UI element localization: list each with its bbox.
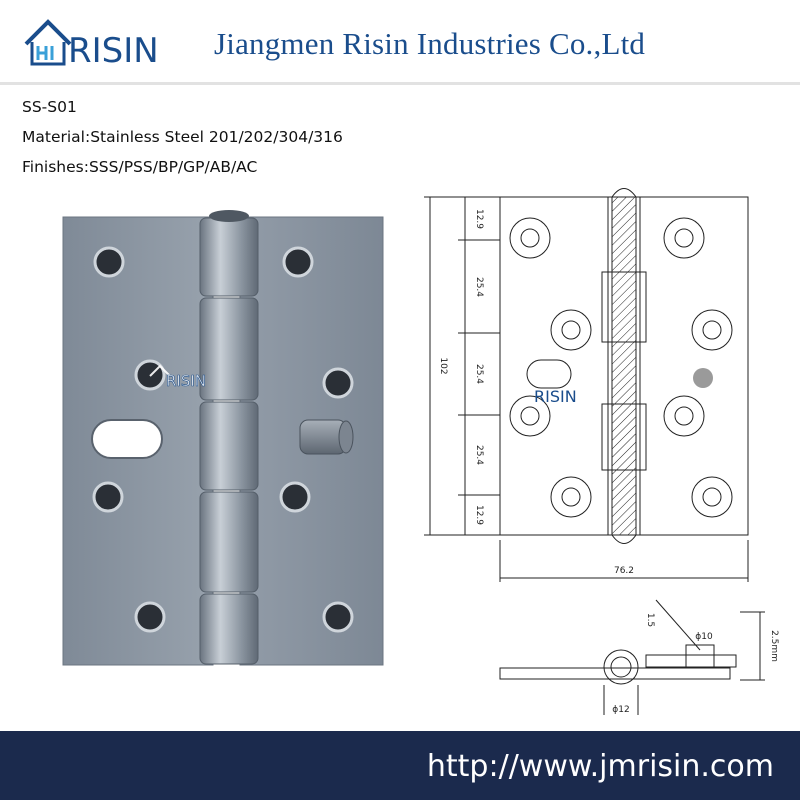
dim-width: 76.2 xyxy=(614,566,634,576)
model-number: SS-S01 xyxy=(22,98,77,116)
header: RISIN Jiangmen Risin Industries Co.,Ltd xyxy=(0,0,800,82)
technical-drawing: RISIN 12.9 25.4 25.4 25.4 12.9 102 76.2 … xyxy=(424,188,779,715)
dim-25-4-b: 25.4 xyxy=(474,364,484,384)
hinge-photo: RISIN xyxy=(62,210,384,666)
dim-12-9-bottom: 12.9 xyxy=(474,505,484,525)
website-url[interactable]: http://www.jmrisin.com xyxy=(426,749,774,784)
dim-25-4-a: 25.4 xyxy=(474,277,484,297)
material-spec: Material:Stainless Steel 201/202/304/316 xyxy=(22,128,343,146)
dim-25-4-c: 25.4 xyxy=(474,445,484,465)
logo-text: RISIN xyxy=(68,31,159,70)
dim-height: 102 xyxy=(438,357,448,374)
dim-phi10: ϕ10 xyxy=(695,632,713,642)
dim-1-5: 1.5 xyxy=(645,613,655,627)
watermark-text: RISIN xyxy=(166,372,206,390)
watermark-logo: RISIN xyxy=(149,364,206,390)
dim-12-9-top: 12.9 xyxy=(474,209,484,229)
dim-2-5mm: 2.5mm xyxy=(769,630,779,662)
dim-phi12: ϕ12 xyxy=(612,705,629,715)
drawing-watermark-text: RISIN xyxy=(534,387,577,406)
header-divider xyxy=(0,82,800,85)
company-name: Jiangmen Risin Industries Co.,Ltd xyxy=(214,26,646,61)
footer-banner: http://www.jmrisin.com xyxy=(0,731,800,800)
finishes-spec: Finishes:SSS/PSS/BP/GP/AB/AC xyxy=(22,158,258,176)
company-logo: RISIN xyxy=(24,19,159,70)
